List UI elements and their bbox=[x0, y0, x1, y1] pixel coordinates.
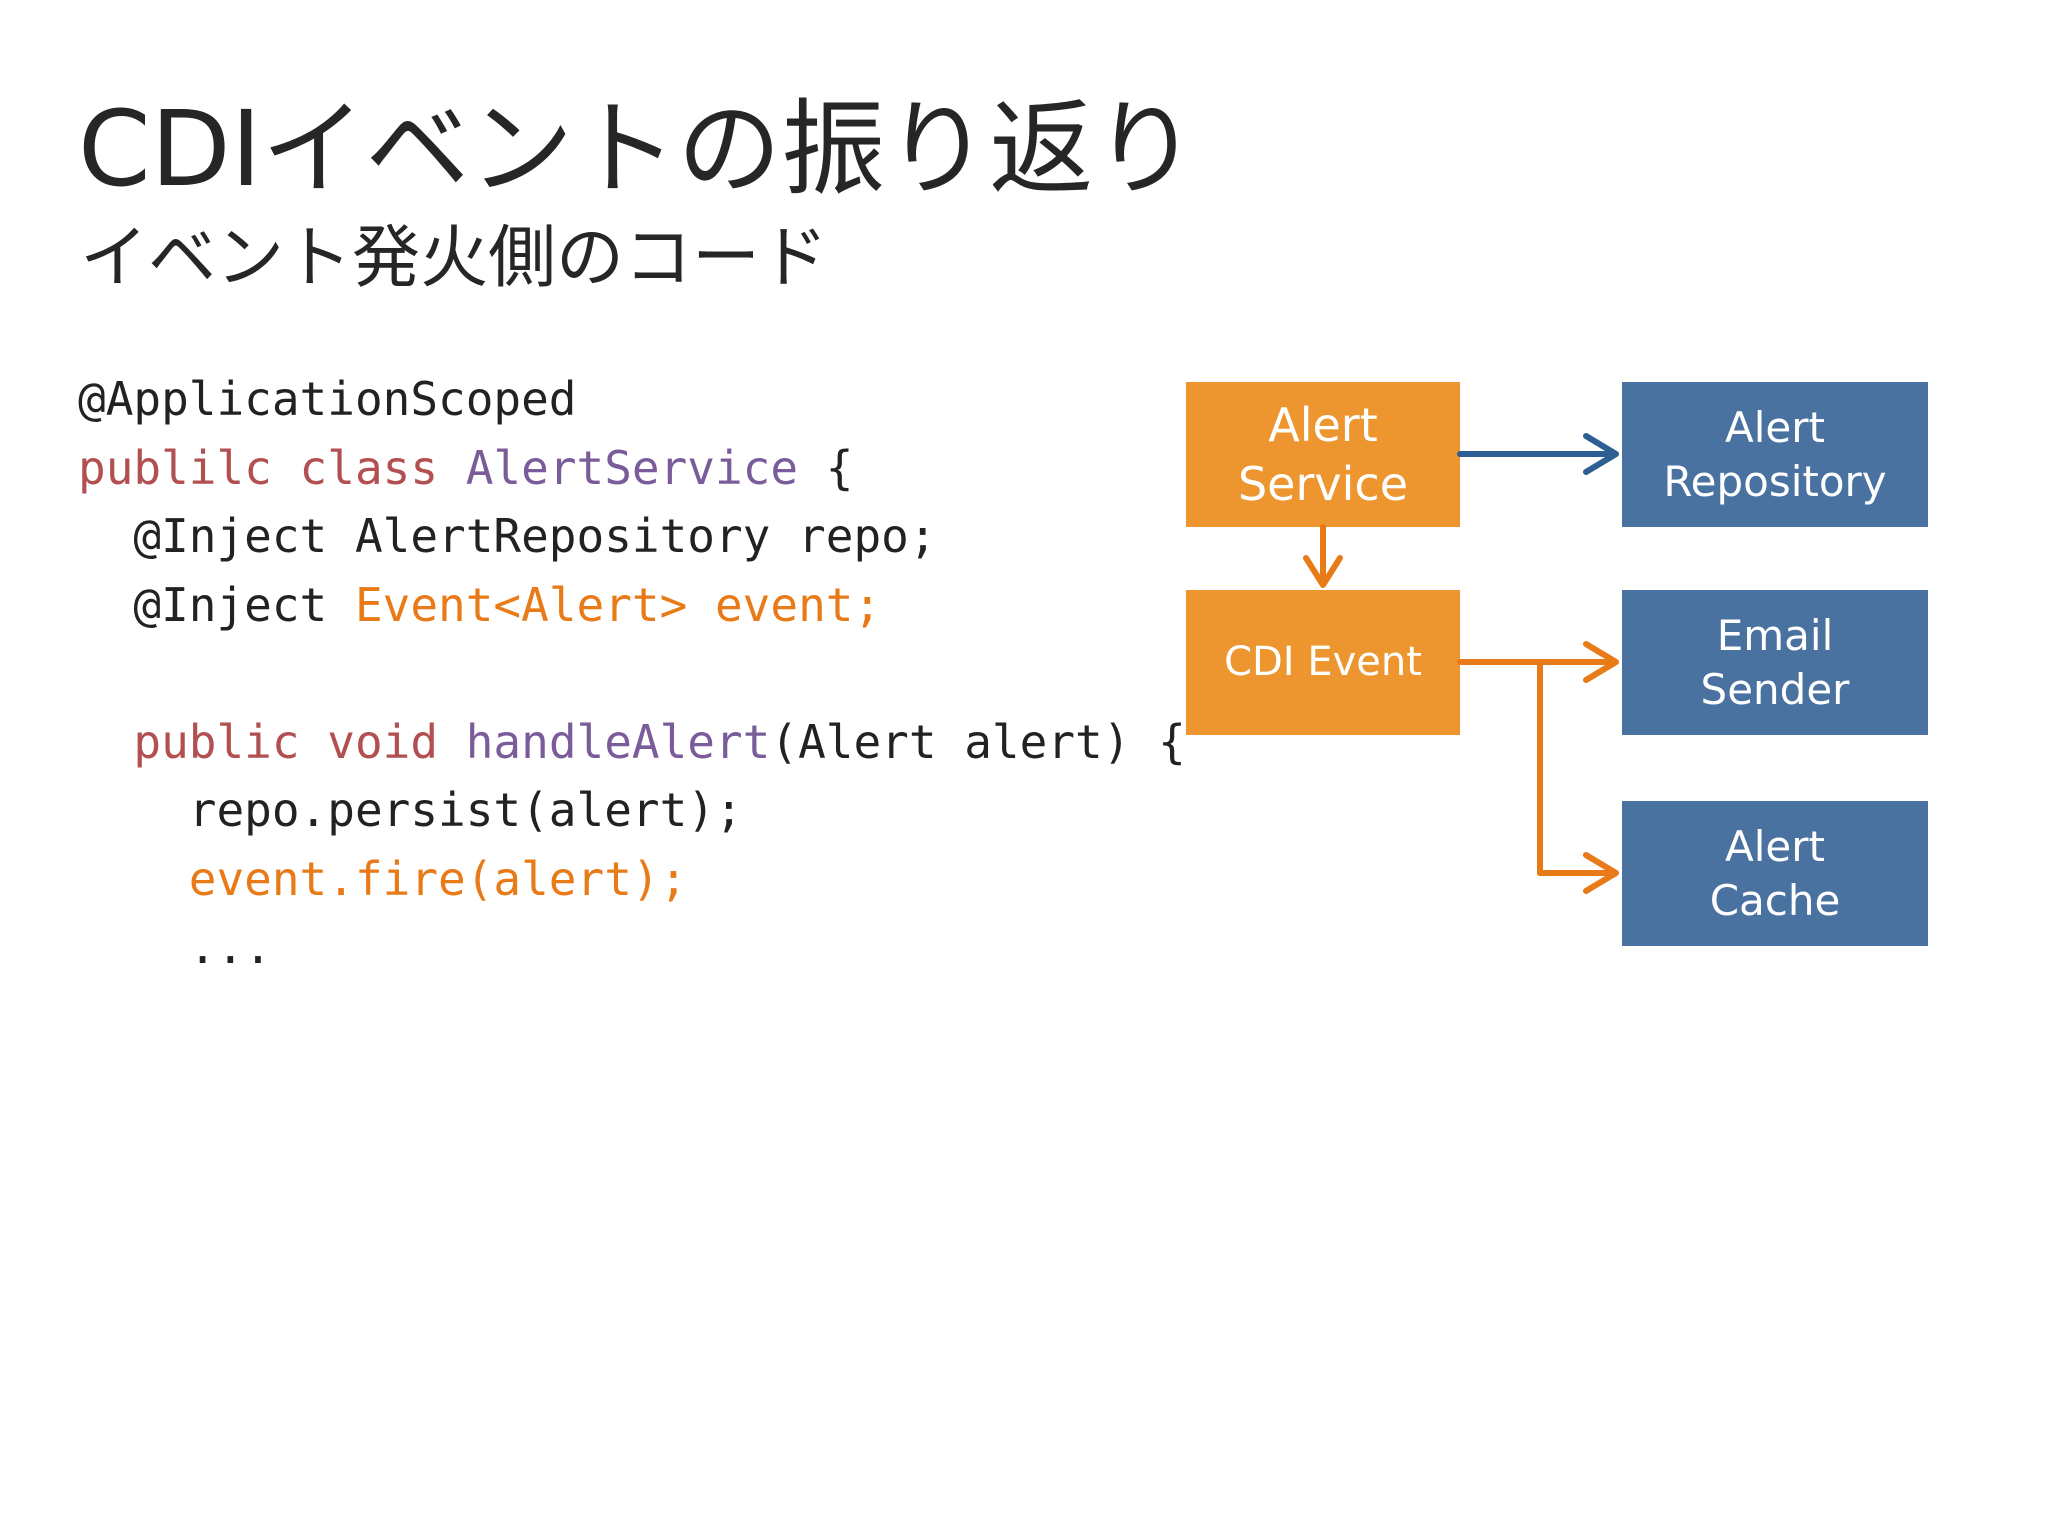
code-line: publilc class AlertService { bbox=[78, 434, 1186, 503]
arrow-event-to-observers bbox=[1457, 641, 1619, 894]
email-sender-box: Email Sender bbox=[1622, 590, 1928, 735]
code-keyword: publilc class bbox=[78, 440, 466, 495]
code-text: (Alert alert) { bbox=[770, 714, 1186, 769]
cdi-event-box: CDI Event bbox=[1186, 590, 1460, 735]
code-line: @Inject AlertRepository repo; bbox=[78, 502, 1186, 571]
code-block: @ApplicationScoped publilc class AlertSe… bbox=[78, 365, 1186, 982]
code-text: repo.persist(alert); bbox=[78, 783, 743, 837]
alert-cache-box: Alert Cache bbox=[1622, 801, 1928, 946]
alert-service-box: Alert Service bbox=[1186, 382, 1460, 527]
slide-subtitle: イベント発火側のコード bbox=[80, 219, 829, 298]
slide-title: CDIイベントの振り返り bbox=[78, 88, 1198, 210]
code-text: @Inject AlertRepository repo; bbox=[78, 509, 937, 563]
code-line: @Inject Event<Alert> event; bbox=[78, 571, 1186, 640]
code-ellipsis: ... bbox=[78, 920, 272, 974]
code-line: public void handleAlert(Alert alert) { bbox=[78, 708, 1186, 777]
code-line: ... bbox=[78, 913, 1186, 982]
code-class-name: AlertService bbox=[465, 440, 799, 495]
code-method-name: handleAlert bbox=[465, 714, 771, 769]
code-indent bbox=[78, 715, 133, 769]
code-line: event.fire(alert); bbox=[78, 845, 1186, 914]
code-highlight: event.fire(alert); bbox=[188, 851, 688, 906]
code-keyword: public void bbox=[133, 714, 466, 769]
alert-repository-box: Alert Repository bbox=[1622, 382, 1928, 527]
code-indent bbox=[78, 852, 189, 906]
code-annotation: @ApplicationScoped bbox=[78, 372, 577, 426]
code-line: @ApplicationScoped bbox=[78, 365, 1186, 434]
arrow-service-to-event bbox=[1303, 524, 1343, 588]
code-text: @Inject bbox=[78, 577, 355, 632]
code-text: { bbox=[798, 440, 854, 495]
code-line: repo.persist(alert); bbox=[78, 776, 1186, 845]
arrow-service-to-repository bbox=[1457, 433, 1619, 475]
code-highlight: Event<Alert> event; bbox=[354, 577, 882, 632]
code-blank-line bbox=[78, 639, 1186, 708]
